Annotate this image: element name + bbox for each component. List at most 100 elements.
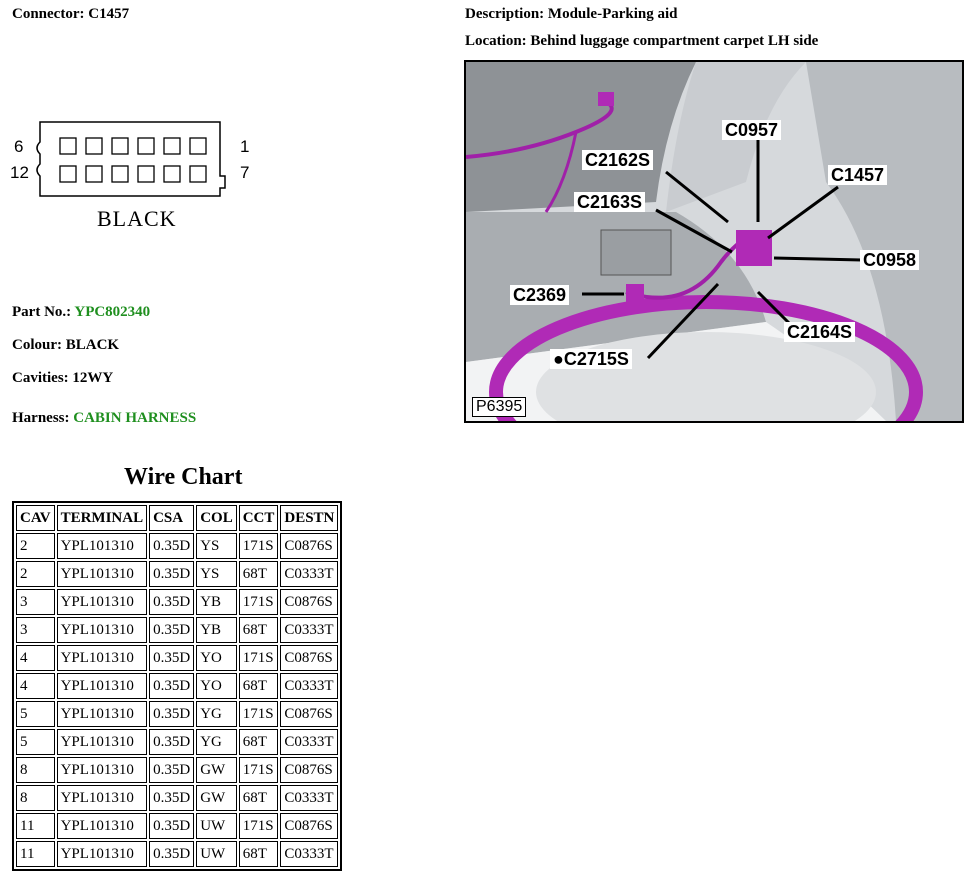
pin-number-bottom-left: 12 (10, 163, 29, 182)
table-cell: YB (196, 617, 237, 643)
wire-chart-title: Wire Chart (124, 464, 243, 490)
cavity (111, 165, 129, 183)
pin-number-top-right: 1 (240, 137, 249, 156)
bullet-icon: ● (553, 349, 564, 369)
photo-id: P6395 (472, 397, 527, 417)
table-cell: 171S (238, 701, 279, 727)
table-cell: C0333T (280, 841, 339, 867)
table-cell: C0333T (280, 729, 339, 755)
table-cell: YPL101310 (56, 813, 148, 839)
part-no-row: Part No.: YPC802340 (12, 304, 150, 321)
table-cell: 0.35D (149, 673, 195, 699)
table-cell: 2 (16, 561, 55, 587)
cavity (85, 165, 103, 183)
cavity (59, 137, 77, 155)
cavities-value: 12WY (72, 370, 114, 386)
connector-heading: Connector: C1457 (12, 6, 129, 23)
callout-7: ●C2715S (550, 349, 632, 369)
table-cell: C0876S (280, 757, 339, 783)
table-cell: YPL101310 (56, 841, 148, 867)
table-cell: 5 (16, 729, 55, 755)
table-cell: 171S (238, 757, 279, 783)
cavity (137, 165, 155, 183)
part-no-label: Part No.: (12, 304, 72, 320)
table-cell: 171S (238, 533, 279, 559)
location-heading: Location: Behind luggage compartment car… (465, 33, 818, 50)
callout-2: C1457 (828, 165, 888, 185)
table-cell: 0.35D (149, 785, 195, 811)
callout-1: C2162S (582, 150, 654, 170)
table-cell: 2 (16, 533, 55, 559)
table-cell: YPL101310 (56, 701, 148, 727)
connector-outline (36, 121, 226, 197)
cavity (59, 165, 77, 183)
table-cell: YPL101310 (56, 673, 148, 699)
callout-3: C2163S (574, 192, 646, 212)
table-cell: 171S (238, 645, 279, 671)
callout-5: C2369 (510, 285, 570, 305)
table-cell: YPL101310 (56, 757, 148, 783)
column-header: CAV (16, 505, 55, 531)
table-cell: 171S (238, 813, 279, 839)
cavity (189, 165, 207, 183)
connector-colour-name: BLACK (97, 206, 177, 231)
photo-illustration (466, 62, 962, 421)
table-cell: YPL101310 (56, 617, 148, 643)
table-cell: 3 (16, 589, 55, 615)
table-cell: 68T (238, 785, 279, 811)
table-cell: 171S (238, 589, 279, 615)
table-cell: 0.35D (149, 729, 195, 755)
table-cell: C0333T (280, 673, 339, 699)
location-label: Location: (465, 33, 527, 49)
connector-label: Connector: (12, 6, 85, 22)
harness-label: Harness: (12, 410, 70, 426)
connector-face-diagram: 6 1 12 7 (10, 121, 249, 197)
table-cell: YO (196, 673, 237, 699)
table-cell: YPL101310 (56, 589, 148, 615)
table-cell: YPL101310 (56, 561, 148, 587)
cavity (137, 137, 155, 155)
table-cell: 3 (16, 617, 55, 643)
description-value: Module-Parking aid (547, 6, 678, 22)
connector-value: C1457 (88, 6, 130, 22)
table-cell: 8 (16, 785, 55, 811)
column-header: COL (196, 505, 237, 531)
column-header: DESTN (280, 505, 339, 531)
table-cell: 11 (16, 841, 55, 867)
table-cell: 11 (16, 813, 55, 839)
part-no-value: YPC802340 (74, 304, 151, 320)
table-cell: C0876S (280, 645, 339, 671)
cavity-grid (59, 137, 207, 183)
table-cell: YS (196, 561, 237, 587)
table-cell: C0333T (280, 785, 339, 811)
location-photo: C0957 C2162S C1457 C2163S C0958 C2369 C2… (464, 60, 964, 423)
table-cell: C0333T (280, 617, 339, 643)
table-cell: 68T (238, 617, 279, 643)
table-cell: YPL101310 (56, 729, 148, 755)
table-cell: C0876S (280, 589, 339, 615)
table-cell: 68T (238, 561, 279, 587)
table-cell: YG (196, 701, 237, 727)
callout-7-label: C2715S (563, 349, 629, 369)
table-cell: C0876S (280, 813, 339, 839)
cavities-label: Cavities: (12, 370, 69, 386)
cavity (163, 137, 181, 155)
table-cell: 4 (16, 673, 55, 699)
pin-number-top-left: 6 (14, 137, 23, 156)
table-cell: YB (196, 589, 237, 615)
table-cell: 4 (16, 645, 55, 671)
callout-0: C0957 (722, 120, 782, 140)
table-cell: C0333T (280, 561, 339, 587)
table-cell: GW (196, 785, 237, 811)
table-cell: 0.35D (149, 533, 195, 559)
column-header: TERMINAL (56, 505, 148, 531)
